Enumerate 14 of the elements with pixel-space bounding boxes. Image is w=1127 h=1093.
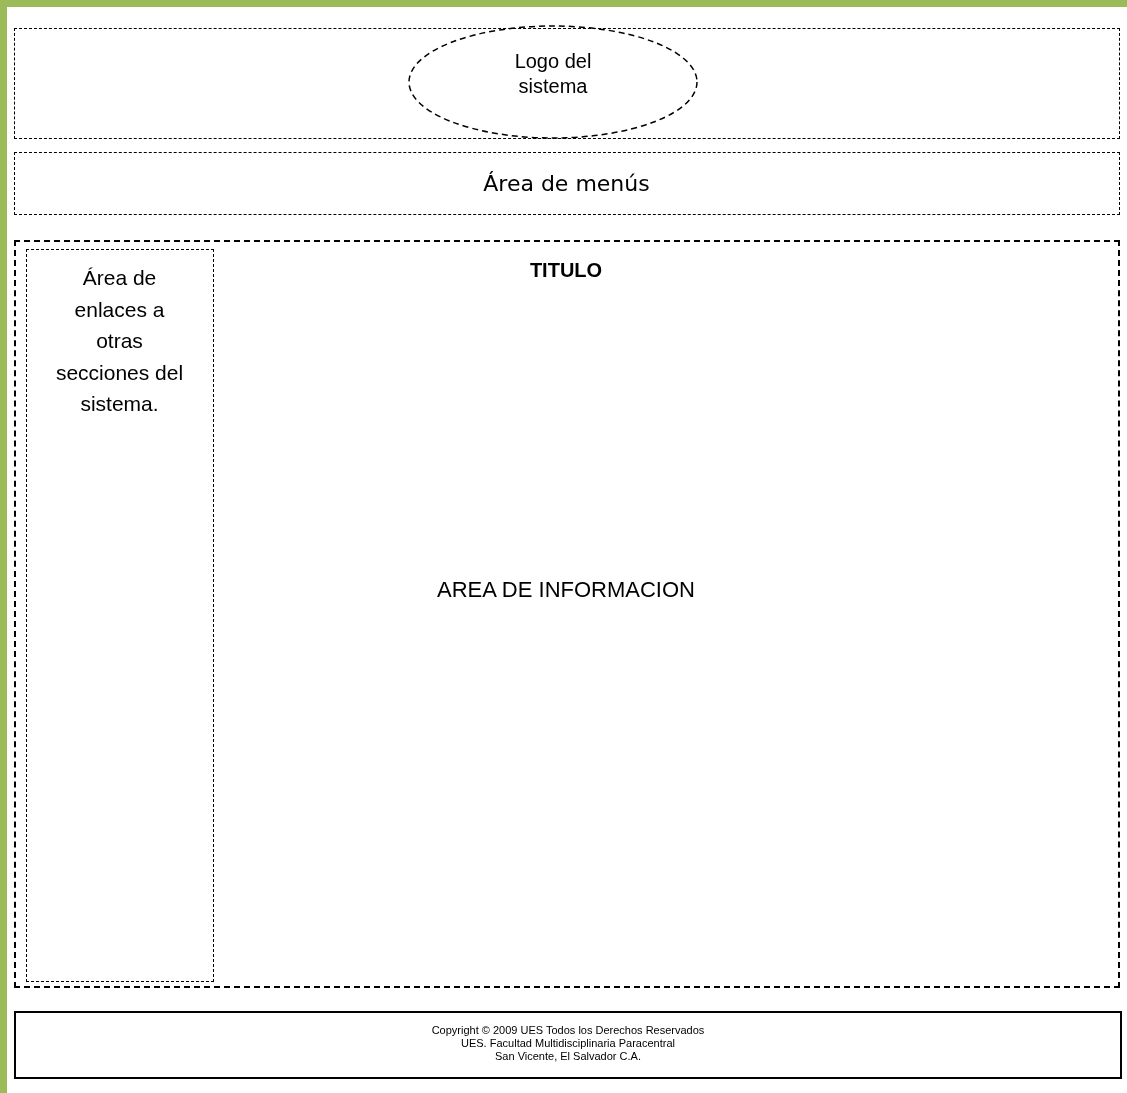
footer-area [14,1011,1122,1079]
placeholder-label: Logo del sistema [513,49,593,99]
copyright-text: Copyright © 2009 UES Todos los Derechos Reservados [430,1024,706,1038]
title-text: TITULO [528,258,604,283]
content-area [14,240,1120,988]
placeholder-ellipse [408,25,698,139]
institution-text: UES. Facultad Multidisciplinaria Paracentral [460,1037,676,1051]
header-area [14,28,1120,139]
menu-label: Área de menús [482,170,651,198]
links-label: Área de enlaces a otras secciones del sistema. [54,265,185,417]
menu-area [14,152,1120,215]
location-text: San Vicente, El Salvador C.A. [494,1050,642,1064]
content-label: AREA DE INFORMACION [436,576,696,604]
links-sidebar [26,249,214,982]
